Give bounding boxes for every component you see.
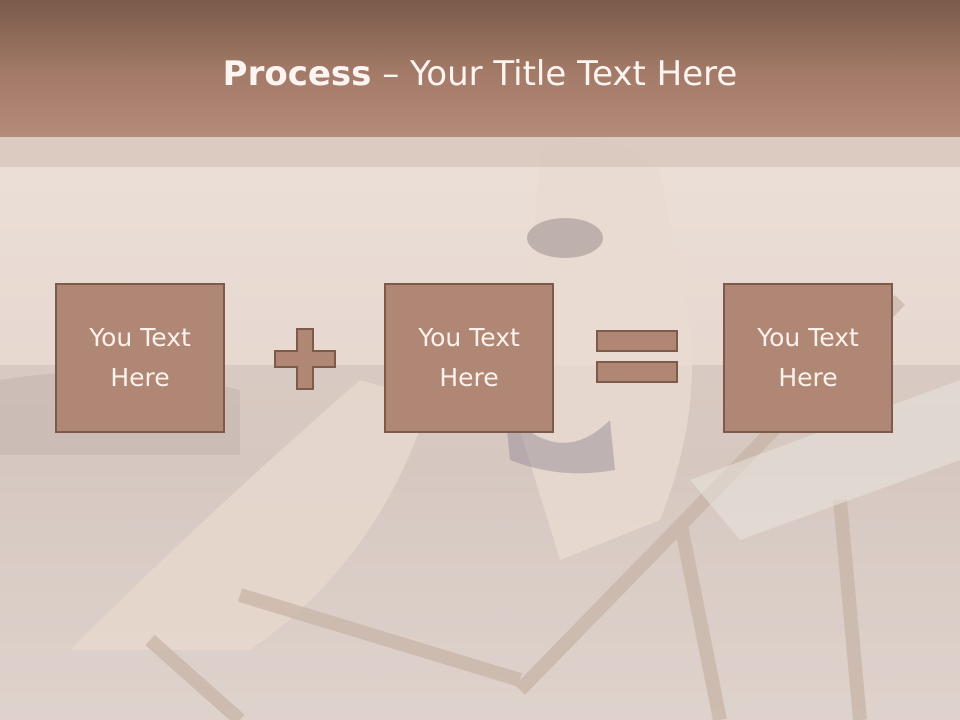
- process-box-1: You Text Here: [55, 283, 225, 433]
- process-box-2: You Text Here: [384, 283, 554, 433]
- process-box-3-text: You Text Here: [757, 323, 859, 392]
- process-box-3: You Text Here: [723, 283, 893, 433]
- title-rest: Your Title Text Here: [410, 54, 738, 94]
- title-dash: –: [371, 54, 411, 94]
- title-bold: Process: [222, 54, 372, 94]
- equals-icon: [596, 330, 678, 383]
- process-box-1-text: You Text Here: [89, 323, 191, 392]
- slide-title: Process – Your Title Text Here: [0, 52, 960, 96]
- process-box-2-text: You Text Here: [418, 323, 520, 392]
- plus-icon: [274, 328, 336, 390]
- title-bar-strip: [0, 137, 960, 167]
- title-bar: [0, 0, 960, 137]
